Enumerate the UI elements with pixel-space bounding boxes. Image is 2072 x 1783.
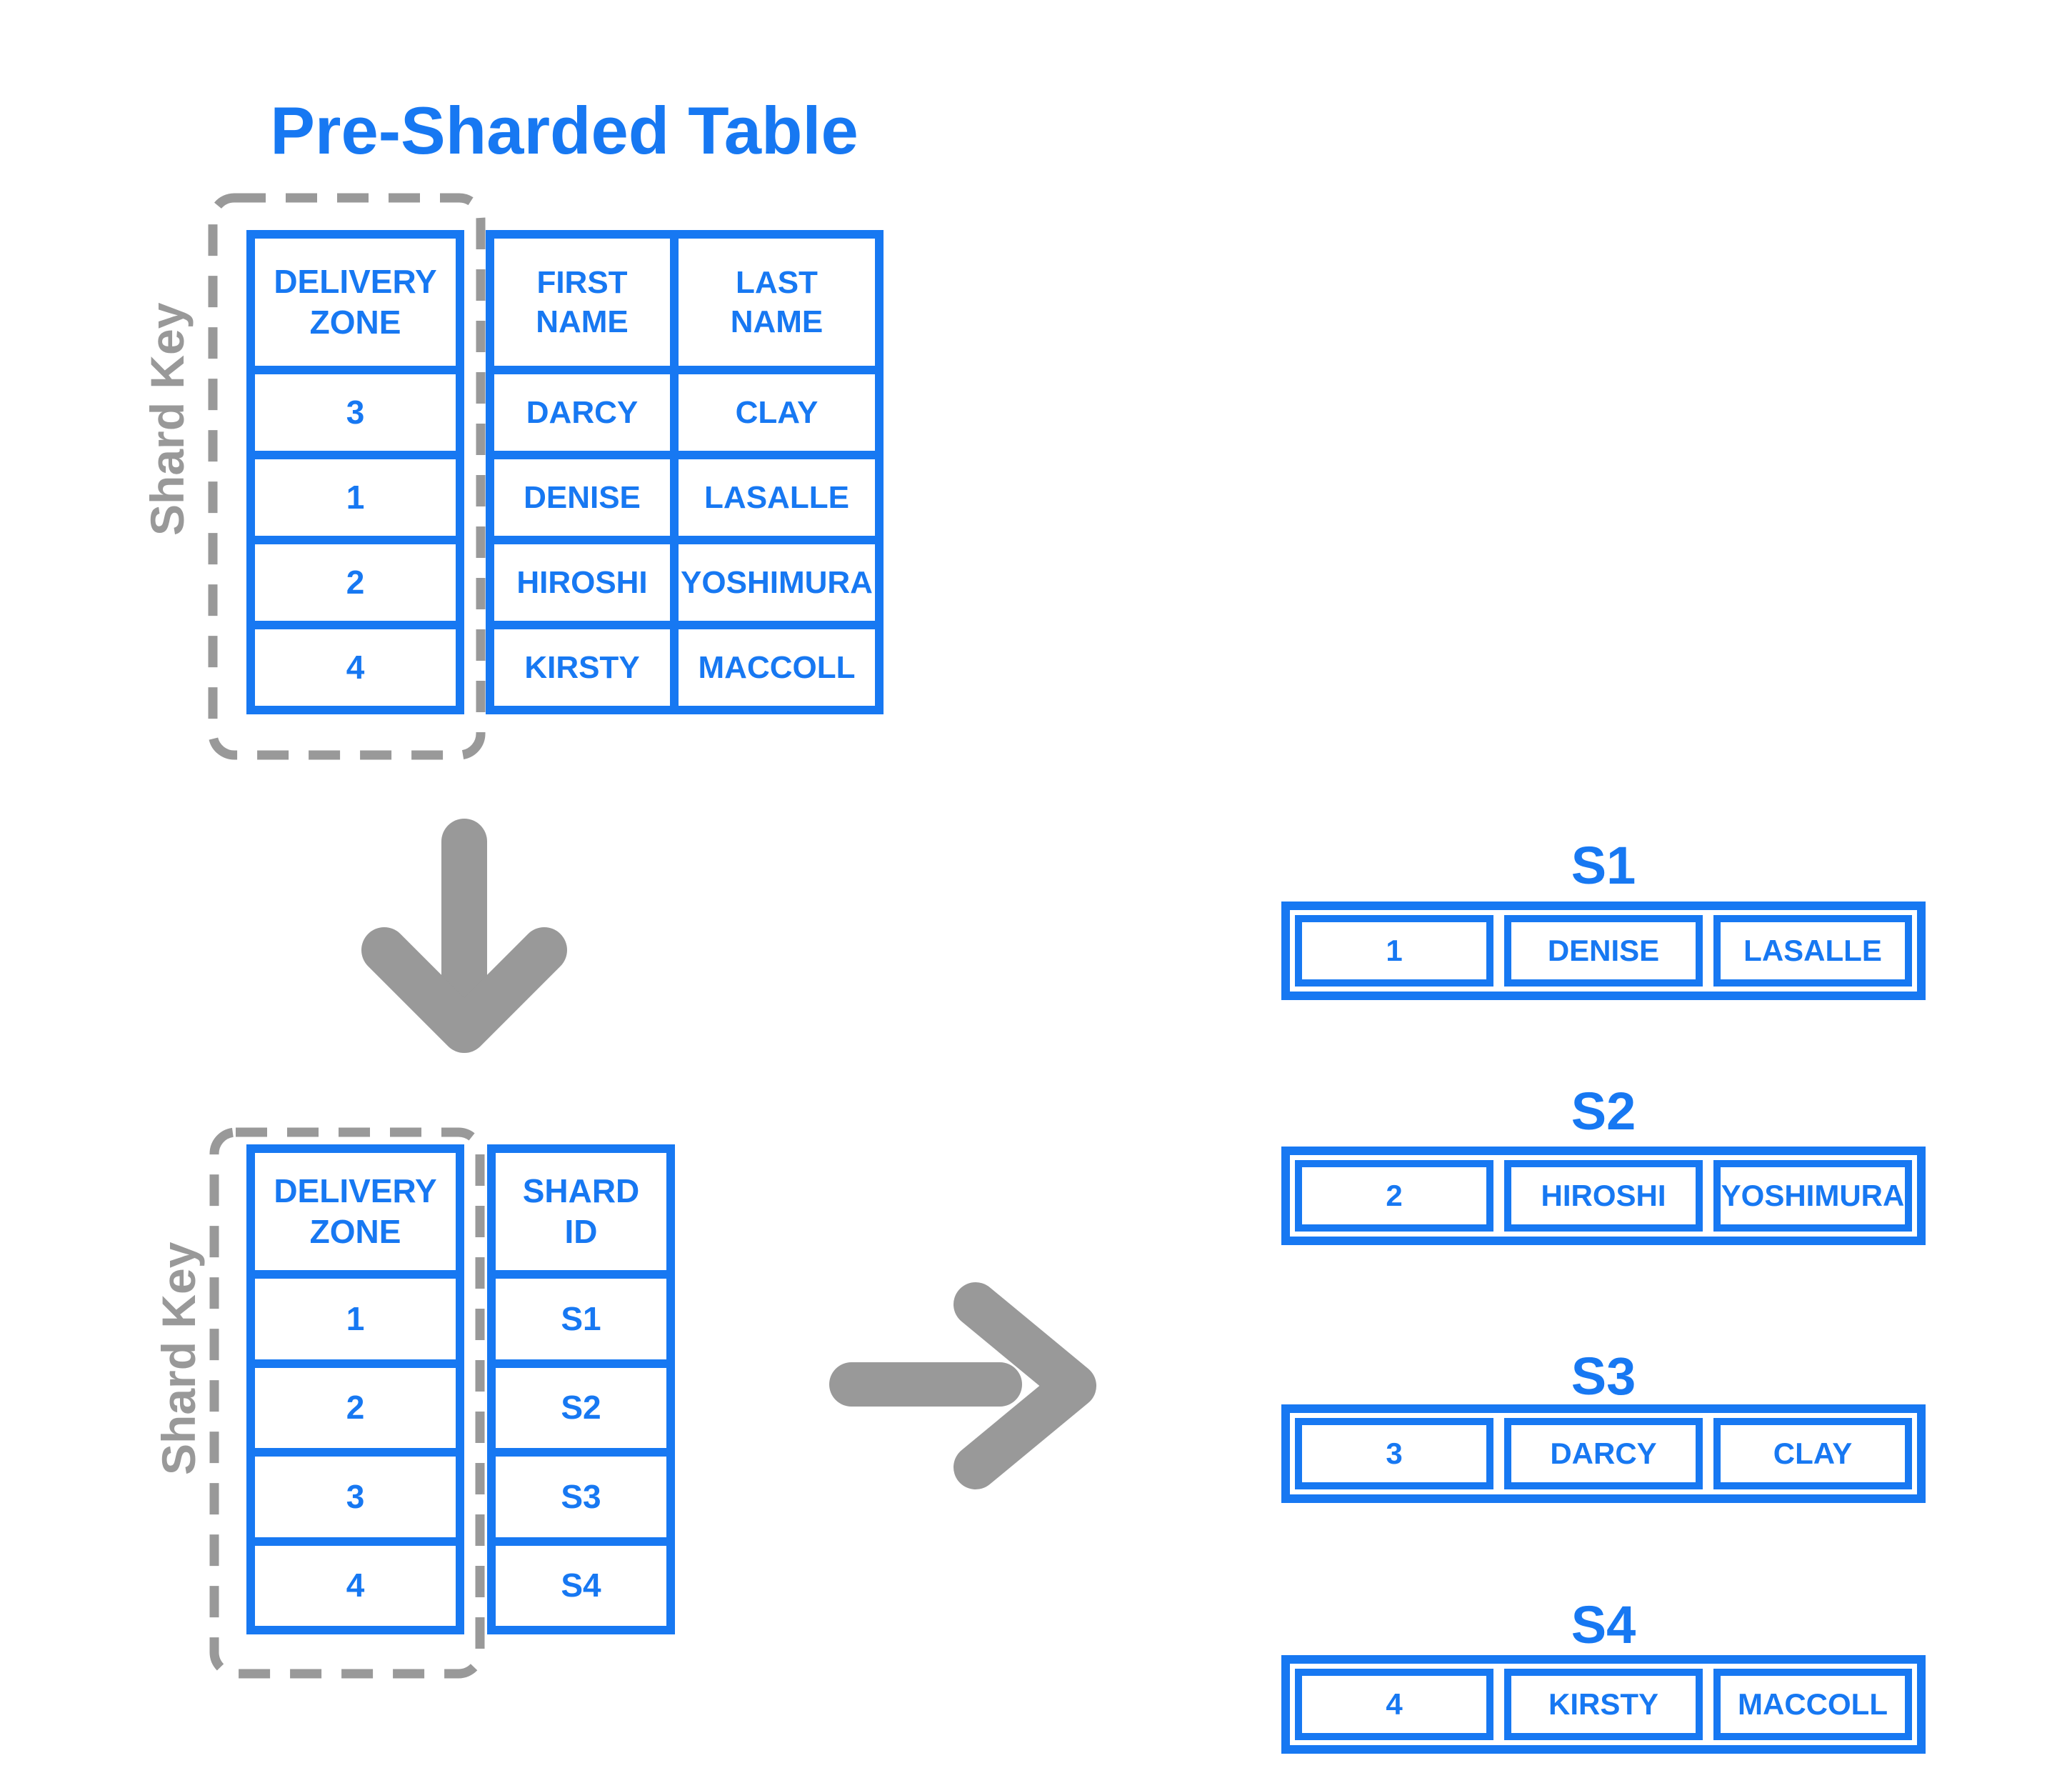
shard-key-label-bottom: Shard Key [152,1242,205,1475]
shard-title-s1: S1 [1571,836,1636,895]
table-cell: 2 [255,1359,456,1449]
table-cell: 4 [1295,1669,1493,1740]
right-arrow-icon [829,1282,1096,1489]
shard-title-s3: S3 [1571,1347,1636,1406]
table-cell: LASALLE [670,451,875,536]
column-header: LAST NAME [670,239,875,366]
table-cell: YOSHIMURA [670,536,875,621]
table-cell: MACCOLL [1713,1669,1912,1740]
table-cell: S4 [496,1537,666,1627]
table-cell: 3 [1295,1418,1493,1489]
shard-row-s2: 2 HIROSHI YOSHIMURA [1281,1147,1926,1245]
shard-title-s4: S4 [1571,1595,1636,1654]
shard-row-s3: 3 DARCY CLAY [1281,1404,1926,1503]
table-cell: LASALLE [1713,915,1912,987]
table-cell: HIROSHI [494,536,670,621]
shard-key-label-top: Shard Key [141,302,194,536]
table-cell: DARCY [494,366,670,451]
shard-row-s4: 4 KIRSTY MACCOLL [1281,1655,1926,1754]
column-header: DELIVERY ZONE [274,262,437,341]
page-title: Pre-Sharded Table [270,93,859,168]
table-cell: S3 [496,1448,666,1537]
table-cell: HIROSHI [1504,1160,1703,1232]
table-cell: KIRSTY [494,621,670,706]
table-cell: 3 [255,366,456,451]
pre-table-shard-key-column: DELIVERY ZONE 3 1 2 4 [246,230,464,714]
table-cell: DENISE [1504,915,1703,987]
table-cell: CLAY [670,366,875,451]
down-arrow-icon [361,819,567,1053]
table-cell: 1 [255,1270,456,1359]
table-cell: YOSHIMURA [1713,1160,1912,1232]
table-cell: 3 [255,1448,456,1537]
table-cell: 1 [255,451,456,536]
lookup-table-shard-id-column: SHARD ID S1 S2 S3 S4 [487,1144,675,1634]
lookup-table-shard-key-column: DELIVERY ZONE 1 2 3 4 [246,1144,464,1634]
shard-title-s2: S2 [1571,1082,1636,1141]
shard-row-s1: 1 DENISE LASALLE [1281,902,1926,1000]
shard-key-outline-bottom [209,1127,485,1679]
table-cell: 1 [1295,915,1493,987]
table-cell: MACCOLL [670,621,875,706]
table-cell: CLAY [1713,1418,1912,1489]
pre-table-name-columns: FIRST NAME LAST NAME DARCY CLAY DENISE L… [486,230,884,714]
table-cell: KIRSTY [1504,1669,1703,1740]
column-header: FIRST NAME [536,265,629,339]
table-cell: DENISE [494,451,670,536]
table-cell: 2 [1295,1160,1493,1232]
table-cell: S2 [496,1359,666,1449]
table-cell: 4 [255,621,456,706]
column-header: DELIVERY ZONE [274,1172,437,1251]
table-cell: 4 [255,1537,456,1627]
table-cell: 2 [255,536,456,621]
shard-key-outline-top [208,193,486,760]
column-header: SHARD ID [522,1172,640,1251]
table-cell: DARCY [1504,1418,1703,1489]
table-cell: S1 [496,1270,666,1359]
